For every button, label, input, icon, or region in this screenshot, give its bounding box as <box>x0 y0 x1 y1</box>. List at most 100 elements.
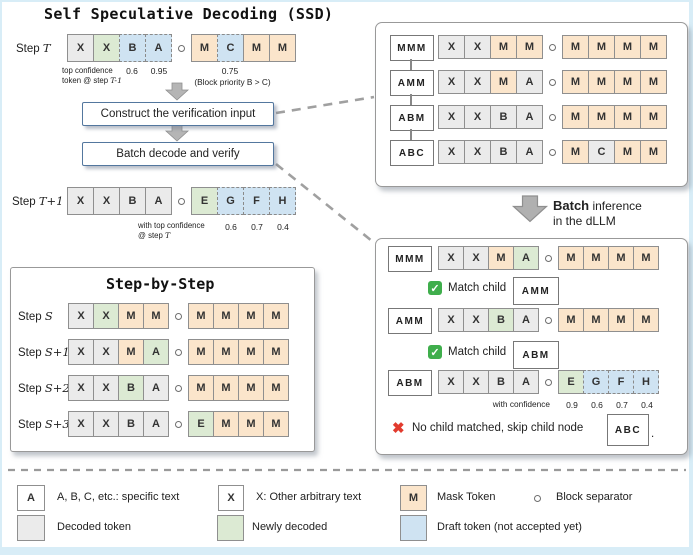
token-h: H <box>633 370 659 394</box>
block-separator-icon <box>549 43 556 51</box>
legend-a-box: A <box>17 485 45 511</box>
token-b: B <box>490 140 517 164</box>
token-m: M <box>490 35 517 59</box>
batch-bold: Batch <box>553 198 590 213</box>
tree-connector <box>410 129 412 140</box>
tree-connector <box>410 94 412 105</box>
token-m: M <box>263 411 289 437</box>
caption-line1: with top confidence <box>138 221 205 230</box>
token-m: M <box>633 246 659 270</box>
no-match-label: No child matched, skip child node <box>412 422 584 434</box>
legend-mask-text: Mask Token <box>437 491 496 503</box>
step-t-label: Step T <box>16 41 51 55</box>
token-x: X <box>463 246 489 270</box>
token-m: M <box>263 375 289 401</box>
step-by-step-title: Step-by-Step <box>106 275 215 293</box>
token-m: M <box>588 70 615 94</box>
token-x: X <box>68 303 94 329</box>
token-a: A <box>143 375 169 401</box>
token-m: M <box>562 35 589 59</box>
block-separator-icon <box>175 312 182 320</box>
batch-inference-note: Batch inference in the dLLM <box>553 198 642 229</box>
caption-line2-var: T-1 <box>110 75 123 85</box>
step-t1-caption: with top confidence @ step T <box>138 221 205 240</box>
token-x: X <box>438 308 464 332</box>
block-separator-icon <box>175 348 182 356</box>
caption-line2-var: T <box>165 230 171 240</box>
token-m: M <box>263 303 289 329</box>
legend-x-text: X: Other arbitrary text <box>256 491 362 503</box>
block-priority-note: (Block priority B > C) <box>194 77 271 87</box>
batch-line2: in the dLLM <box>553 214 616 228</box>
verify-node-mmm: MMM <box>388 246 432 272</box>
confidence-value-f: 0.7 <box>251 222 263 232</box>
skip-node-abc: ABC <box>607 414 649 446</box>
token-a: A <box>513 308 539 332</box>
token-m: M <box>608 246 634 270</box>
token-m: M <box>188 303 214 329</box>
tree-node-abm: ABM <box>390 105 434 131</box>
token-m: M <box>562 70 589 94</box>
token-b: B <box>488 370 514 394</box>
token-x: X <box>438 370 464 394</box>
token-x: X <box>438 105 465 129</box>
tree-node-amm: AMM <box>390 70 434 96</box>
token-x: X <box>464 35 491 59</box>
no-match-suffix: . <box>651 428 655 440</box>
confidence-value-c: 0.75 <box>221 66 239 76</box>
token-c: C <box>588 140 615 164</box>
sbs-label-s2: Step S+2 <box>18 381 70 395</box>
token-x: X <box>463 370 489 394</box>
with-confidence-label: with confidence <box>492 399 550 409</box>
batch-rest: inference <box>589 199 642 213</box>
legend-decoded-text: Decoded token <box>57 521 131 533</box>
token-m: M <box>191 34 218 62</box>
block-separator-icon <box>175 420 182 428</box>
check-icon <box>428 281 442 295</box>
token-x: X <box>93 187 120 215</box>
token-b: B <box>119 187 146 215</box>
block-separator-icon <box>534 495 541 502</box>
caption-line2: @ step <box>138 230 165 240</box>
tree-connector <box>410 59 412 70</box>
token-m: M <box>143 303 169 329</box>
block-separator-icon <box>545 378 552 386</box>
step-t1-label-prefix: Step <box>12 196 36 208</box>
token-m: M <box>608 308 634 332</box>
token-a: A <box>143 411 169 437</box>
block-separator-icon <box>545 254 552 262</box>
token-m: M <box>583 308 609 332</box>
token-m: M <box>263 339 289 365</box>
token-x: X <box>68 339 94 365</box>
token-x: X <box>93 339 119 365</box>
construct-verification-box: Construct the verification input <box>82 102 274 126</box>
confidence-value-b: 0.6 <box>126 66 138 76</box>
token-m: M <box>238 303 264 329</box>
token-m: M <box>118 303 144 329</box>
token-m: M <box>269 34 296 62</box>
confidence-value-g: 0.6 <box>225 222 237 232</box>
confidence-value-f: 0.7 <box>616 400 628 410</box>
legend-draft-text: Draft token (not accepted yet) <box>437 521 582 533</box>
figure-title: Self Speculative Decoding (SSD) <box>44 5 334 23</box>
token-m: M <box>640 105 667 129</box>
legend-x-box: X <box>218 485 244 511</box>
token-x: X <box>68 375 94 401</box>
token-b: B <box>488 308 514 332</box>
verify-node-amm: AMM <box>388 308 432 334</box>
token-m: M <box>562 105 589 129</box>
legend-new-box <box>217 515 244 541</box>
token-a: A <box>143 339 169 365</box>
token-m: M <box>640 70 667 94</box>
